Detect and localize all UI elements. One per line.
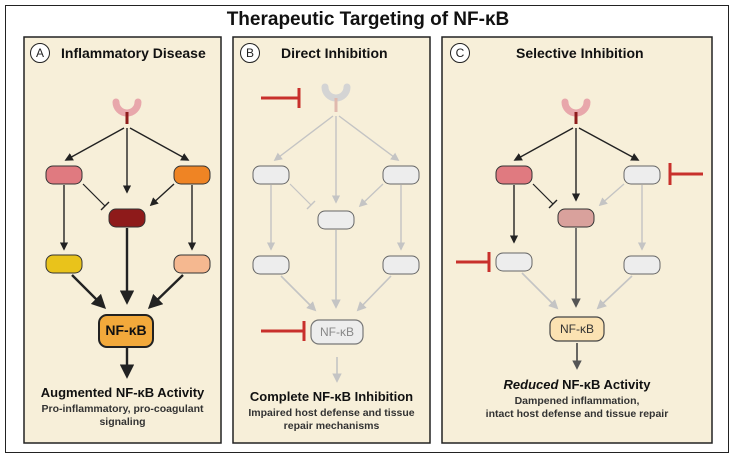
grey-node [252,165,290,185]
arrow [64,127,125,161]
panel-a-caption-sub-1: Pro-inflammatory, pro-coagulant [41,403,204,415]
arrow [71,274,107,310]
arrow [147,274,184,310]
panel-b-caption-sub-1: Impaired host defense and tissue [248,407,415,419]
dark-red-node [108,208,146,228]
panel-b-caption-head: Complete NF-κB Inhibition [249,389,414,404]
arrow [356,275,392,312]
panel-b-caption: Complete NF-κB Inhibition Impaired host … [236,389,427,433]
grey-node [252,255,290,275]
arrow [596,275,633,310]
panel-c-caption-head-rest: NF-κB Activity [558,377,651,392]
arrow [598,183,625,207]
grey-node [495,252,533,272]
panel-b-title: Direct Inhibition [281,45,388,61]
panel-a-caption: Augmented NF-κB Activity Pro-inflammator… [27,385,218,429]
receptor-icon [321,83,351,102]
grey-node [623,255,661,275]
panel-c-caption-head: Reduced NF-κB Activity [445,377,709,393]
panel-a-nfkb-label: NF-κB [105,322,147,338]
panel-b-nfkb-label: NF-κB [320,325,354,339]
panel-c-caption-sub-1: Dampened inflammation, [514,395,640,407]
grey-node [317,210,355,230]
panel-c-nfkb-label: NF-κB [560,322,594,336]
nfkb-node [549,316,605,342]
grey-node [382,165,420,185]
panel-a-caption-head: Augmented NF-κB Activity [40,385,205,400]
panel-a-title: Inflammatory Disease [61,45,206,61]
arrow [273,115,334,162]
panel-a-pathway [45,98,211,379]
nfkb-node [98,314,154,348]
peach-node [173,254,211,274]
panel-b-background [232,36,431,444]
arrow [513,127,574,161]
panel-c-background [441,36,713,444]
arrow [338,115,400,162]
arrow [578,127,640,161]
inhibition-line [289,183,312,206]
pink-node [45,165,83,185]
panel-b-letter: B [240,43,260,63]
inhibition-line [82,183,106,207]
panel-b-pathway [252,83,420,383]
arrow [521,272,559,310]
inhibition-line [532,183,554,205]
figure-title: Therapeutic Targeting of NF-κB [226,9,510,30]
arrow [280,275,317,312]
panel-c-letter: C [450,43,470,63]
panel-c-title: Selective Inhibition [516,45,644,61]
panel-c-caption: Reduced NF-κB Activity Dampened inflamma… [445,377,709,421]
arrow [129,127,190,161]
panel-c-caption-emphasis: Reduced [503,377,559,392]
panel-c-caption-sub-2: intact host defense and tissue repair [485,408,669,420]
orange-node [173,165,211,185]
pink-node [495,165,533,185]
panel-a-caption-sub-2: signaling [99,416,146,428]
panel-a-letter: A [30,43,50,63]
panel-b-caption-sub-2: repair mechanisms [283,420,380,432]
arrow [149,183,175,207]
yellow-node [45,254,83,274]
grey-node [382,255,420,275]
grey-node [623,165,661,185]
muted-red-node [557,208,595,228]
arrow [358,183,384,208]
nfkb-node [310,319,364,345]
panel-c-pathway [456,98,703,370]
